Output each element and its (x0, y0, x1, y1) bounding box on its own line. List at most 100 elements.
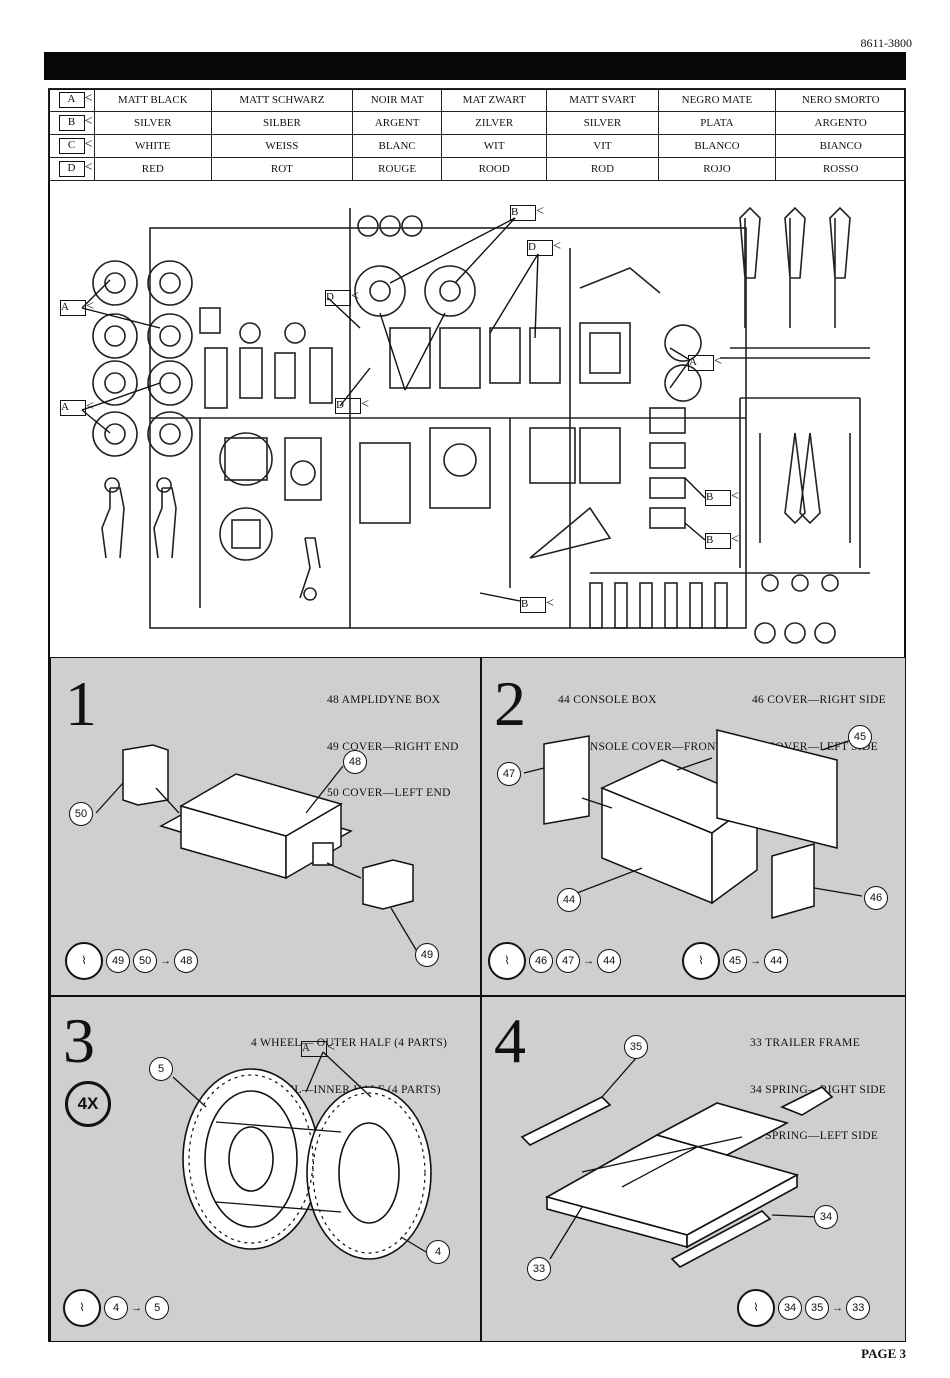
assembly-step-1: 1 48 AMPLIDYNE BOX 49 COVER—RIGHT END 50… (50, 657, 481, 996)
color-tag: B (705, 490, 739, 506)
color-name-cell: WEISS (210, 134, 354, 158)
color-tag: D (58, 161, 93, 177)
assembly-step-2: 2 44 CONSOLE BOX 45 CONSOLE COVER—FRONT … (481, 657, 906, 996)
color-tag: A (60, 300, 94, 316)
color-name-cell: NERO SMORTO (775, 88, 906, 112)
color-name-cell: MATT SVART (546, 88, 659, 112)
arrow-right-icon: → (750, 955, 762, 967)
sprue-color-tag: A (60, 300, 94, 316)
glue-target: 44 (764, 949, 789, 973)
color-tag: D (527, 240, 561, 256)
glue-instruction: ⌇ 49 50 → 48 (65, 942, 199, 980)
color-name-cell: ARGENT (352, 111, 442, 135)
color-name-cell: ARGENTO (775, 111, 906, 135)
glue-part: 50 (133, 949, 158, 973)
document-code: 8611-3800 (860, 36, 912, 50)
color-name-cell: SILVER (546, 111, 659, 135)
glue-instruction: ⌇ 46 47 → 44 (488, 942, 622, 980)
part-callout-45: 45 (848, 725, 872, 749)
color-name-cell: NEGRO MATE (657, 88, 777, 112)
color-tag-cell: C (48, 134, 95, 158)
assembly-step-3: 3 4X 4 WHEEL— OUTER HALF (4 PARTS) 5 WHE… (50, 996, 481, 1342)
quantity-badge: 4X (65, 1081, 111, 1127)
glue-instruction: ⌇ 34 35 → 33 (737, 1289, 871, 1327)
color-name-cell: WIT (440, 134, 548, 158)
color-name-cell: BLANC (352, 134, 442, 158)
part-callout-49: 49 (415, 943, 439, 967)
arrow-right-icon: → (832, 1302, 844, 1314)
color-name-cell: RED (94, 157, 212, 181)
paint-color-row: BSILVERSILBERARGENTZILVERSILVERPLATAARGE… (48, 111, 906, 135)
color-name-cell: ROSSO (775, 157, 906, 181)
part-callout-47: 47 (497, 762, 521, 786)
glue-target: 33 (846, 1296, 871, 1320)
color-tag: B (520, 597, 554, 613)
color-tag: A (301, 1041, 335, 1057)
color-name-cell: ZILVER (440, 111, 548, 135)
glue-part: 46 (529, 949, 554, 973)
color-name-cell: PLATA (657, 111, 777, 135)
sprue-color-tag: B (510, 205, 544, 221)
arrow-right-icon: → (583, 955, 595, 967)
trailer-frame-drawing (520, 1056, 834, 1268)
console-box-drawing (523, 729, 863, 919)
sprue-color-tag: D (527, 240, 561, 256)
part-callout-35: 35 (624, 1035, 648, 1059)
sprue-color-tag: D (335, 398, 369, 414)
sprue-color-tag: A (60, 400, 94, 416)
part-callout-4: 4 (426, 1240, 450, 1264)
glue-instruction: ⌇ 4 → 5 (63, 1289, 170, 1327)
color-tag: D (325, 290, 359, 306)
color-name-cell: ROOD (440, 157, 548, 181)
glue-part: 34 (778, 1296, 803, 1320)
color-tag: A (58, 92, 93, 108)
amplidyne-box-drawing (95, 744, 419, 954)
part-callout-5: 5 (149, 1057, 173, 1081)
glue-part: 45 (723, 949, 748, 973)
step-number: 2 (494, 668, 526, 739)
color-name-cell: SILVER (94, 111, 212, 135)
color-name-cell: ROD (546, 157, 659, 181)
sprue-color-tag: B (705, 533, 739, 549)
glue-icon: ⌇ (63, 1289, 101, 1327)
header-bar (44, 52, 906, 80)
color-name-cell: ROT (210, 157, 354, 181)
color-tag-cell: B (48, 111, 95, 135)
color-tag-cell: D (48, 157, 95, 181)
glue-part: 35 (805, 1296, 830, 1320)
step-number: 3 (63, 1005, 95, 1076)
color-name-cell: MATT BLACK (94, 88, 212, 112)
step-parts-list: 33 TRAILER FRAME 34 SPRING—RIGHT SIDE 35… (750, 1037, 887, 1142)
color-tag: C (58, 138, 93, 154)
color-name-cell: SILBER (210, 111, 354, 135)
assembly-step-4: 4 33 TRAILER FRAME 34 SPRING—RIGHT SIDE … (481, 996, 906, 1342)
glue-icon: ⌇ (682, 942, 720, 980)
sprue-color-tag: D (325, 290, 359, 306)
color-tag: B (705, 533, 739, 549)
glue-icon: ⌇ (488, 942, 526, 980)
step-number: 1 (65, 668, 97, 739)
color-tag: A (60, 400, 94, 416)
color-name-cell: MAT ZWART (440, 88, 548, 112)
arrow-right-icon: → (131, 1302, 143, 1314)
glue-target: 44 (597, 949, 622, 973)
glue-icon: ⌇ (737, 1289, 775, 1327)
paint-color-row: DREDROTROUGEROODRODROJOROSSO (48, 157, 906, 181)
sprue-color-tag: B (520, 597, 554, 613)
color-tag: D (335, 398, 369, 414)
sprue-color-tag: B (705, 490, 739, 506)
step-parts-list: 48 AMPLIDYNE BOX 49 COVER—RIGHT END 50 C… (327, 694, 459, 799)
sprue-color-tag: A (688, 355, 722, 371)
part-callout-44: 44 (557, 888, 581, 912)
color-name-cell: MATT SCHWARZ (210, 88, 354, 112)
parts-sprue-diagram (81, 206, 870, 644)
glue-icon: ⌇ (65, 942, 103, 980)
part-callout-48: 48 (343, 750, 367, 774)
part-callout-46: 46 (864, 886, 888, 910)
step-parts-list-right: 46 COVER—RIGHT SIDE 47 COVER—LEFT SIDE (752, 694, 886, 753)
color-name-cell: ROJO (657, 157, 777, 181)
color-tag: B (510, 205, 544, 221)
color-tag-cell: A (48, 88, 95, 112)
glue-part: 4 (104, 1296, 129, 1320)
